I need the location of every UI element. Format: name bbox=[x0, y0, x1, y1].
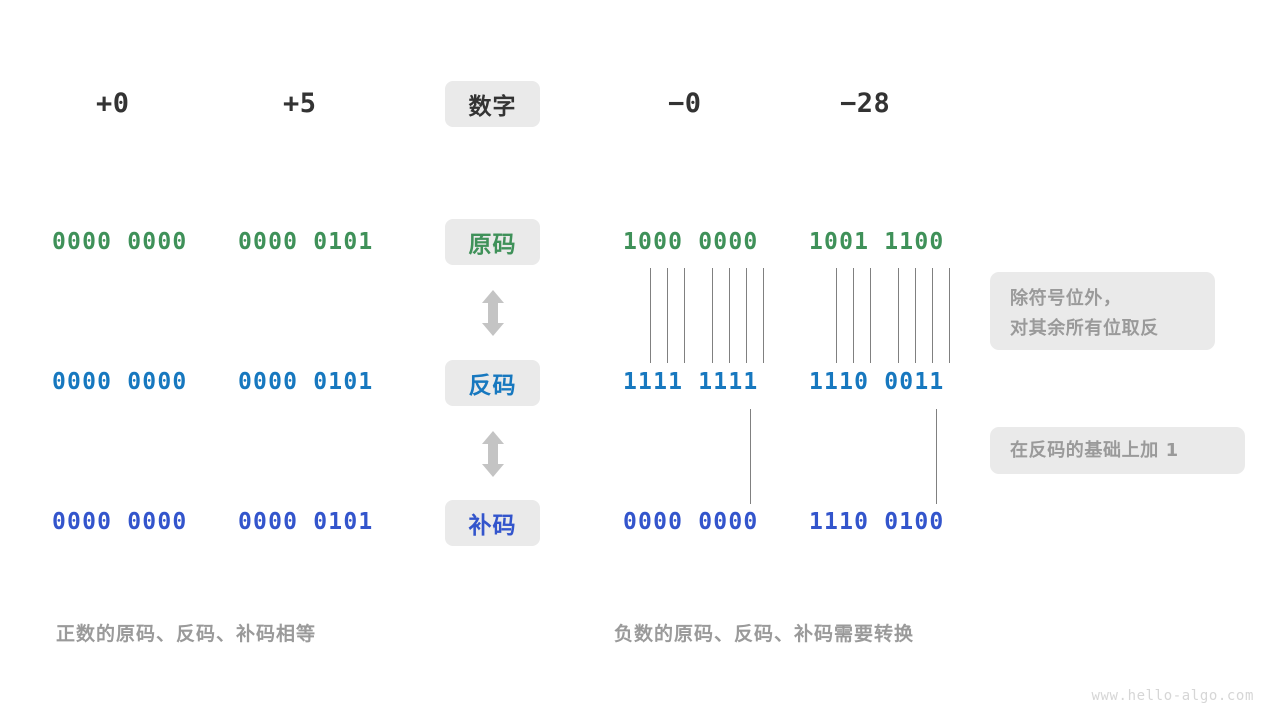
twos-complement-minus-zero: 0000 0000 bbox=[623, 509, 759, 535]
header-minus-zero: −0 bbox=[668, 88, 702, 119]
note-add-one: 在反码的基础上加 1 bbox=[990, 427, 1245, 474]
double-arrow-icon-invert bbox=[482, 290, 504, 336]
badge-sign-magnitude-label: 原码 bbox=[468, 232, 517, 258]
connector-invert-mz-1 bbox=[650, 268, 651, 363]
note-add-one-line1: 在反码的基础上加 1 bbox=[1010, 440, 1179, 461]
badge-twos-complement[interactable]: 补码 bbox=[445, 500, 540, 546]
connector-invert-mz-5 bbox=[729, 268, 730, 363]
connector-addone-mz bbox=[750, 409, 751, 504]
badge-ones-complement[interactable]: 反码 bbox=[445, 360, 540, 406]
ones-complement-plus-zero: 0000 0000 bbox=[52, 369, 188, 395]
sign-magnitude-minus-28: 1001 1100 bbox=[809, 229, 945, 255]
note-invert-line1: 除符号位外， bbox=[1010, 288, 1122, 309]
caption-negative: 负数的原码、反码、补码需要转换 bbox=[614, 623, 915, 645]
ones-complement-minus-28: 1110 0011 bbox=[809, 369, 945, 395]
sign-magnitude-minus-zero: 1000 0000 bbox=[623, 229, 759, 255]
connector-invert-mz-6 bbox=[746, 268, 747, 363]
header-plus-five: +5 bbox=[283, 88, 317, 119]
caption-positive: 正数的原码、反码、补码相等 bbox=[56, 623, 317, 645]
connector-invert-m28-6 bbox=[932, 268, 933, 363]
connector-invert-m28-3 bbox=[870, 268, 871, 363]
note-invert-line2: 对其余所有位取反 bbox=[1010, 318, 1159, 339]
header-minus-28: −28 bbox=[840, 88, 891, 119]
sign-magnitude-plus-five: 0000 0101 bbox=[238, 229, 374, 255]
twos-complement-minus-28: 1110 0100 bbox=[809, 509, 945, 535]
ones-complement-minus-zero: 1111 1111 bbox=[623, 369, 759, 395]
ones-complement-plus-five: 0000 0101 bbox=[238, 369, 374, 395]
connector-invert-m28-7 bbox=[949, 268, 950, 363]
badge-ones-complement-label: 反码 bbox=[468, 373, 517, 399]
connector-invert-m28-1 bbox=[836, 268, 837, 363]
connector-invert-mz-7 bbox=[763, 268, 764, 363]
twos-complement-plus-zero: 0000 0000 bbox=[52, 509, 188, 535]
badge-sign-magnitude[interactable]: 原码 bbox=[445, 219, 540, 265]
twos-complement-plus-five: 0000 0101 bbox=[238, 509, 374, 535]
note-invert-except-sign: 除符号位外， 对其余所有位取反 bbox=[990, 272, 1215, 350]
sign-magnitude-plus-zero: 0000 0000 bbox=[52, 229, 188, 255]
header-plus-zero: +0 bbox=[96, 88, 130, 119]
connector-addone-m28 bbox=[936, 409, 937, 504]
double-arrow-icon-add-one bbox=[482, 431, 504, 477]
watermark: www.hello-algo.com bbox=[1091, 688, 1254, 704]
connector-invert-mz-2 bbox=[667, 268, 668, 363]
connector-invert-m28-5 bbox=[915, 268, 916, 363]
badge-number[interactable]: 数字 bbox=[445, 81, 540, 127]
connector-invert-m28-2 bbox=[853, 268, 854, 363]
badge-twos-complement-label: 补码 bbox=[468, 513, 517, 539]
connector-invert-m28-4 bbox=[898, 268, 899, 363]
badge-number-label: 数字 bbox=[468, 94, 517, 120]
connector-invert-mz-3 bbox=[684, 268, 685, 363]
connector-invert-mz-4 bbox=[712, 268, 713, 363]
